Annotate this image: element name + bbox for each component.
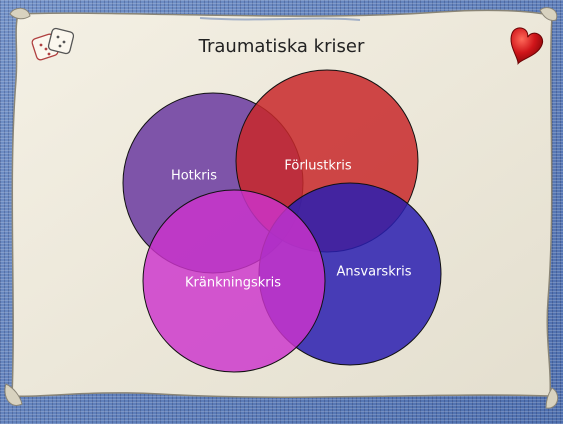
label-ansvarskris: Ansvarskris: [336, 264, 412, 280]
heart-icon: [510, 27, 544, 66]
circle-krankningskris: [142, 189, 326, 373]
label-krankningskris: Kränkningskris: [185, 275, 281, 291]
venn-diagram: [122, 69, 442, 373]
dice-icon: [31, 27, 75, 61]
slide-title: Traumatiska kriser: [198, 36, 365, 57]
label-hotkris: Hotkris: [170, 168, 218, 184]
label-forlustkris: Förlustkris: [284, 158, 352, 174]
